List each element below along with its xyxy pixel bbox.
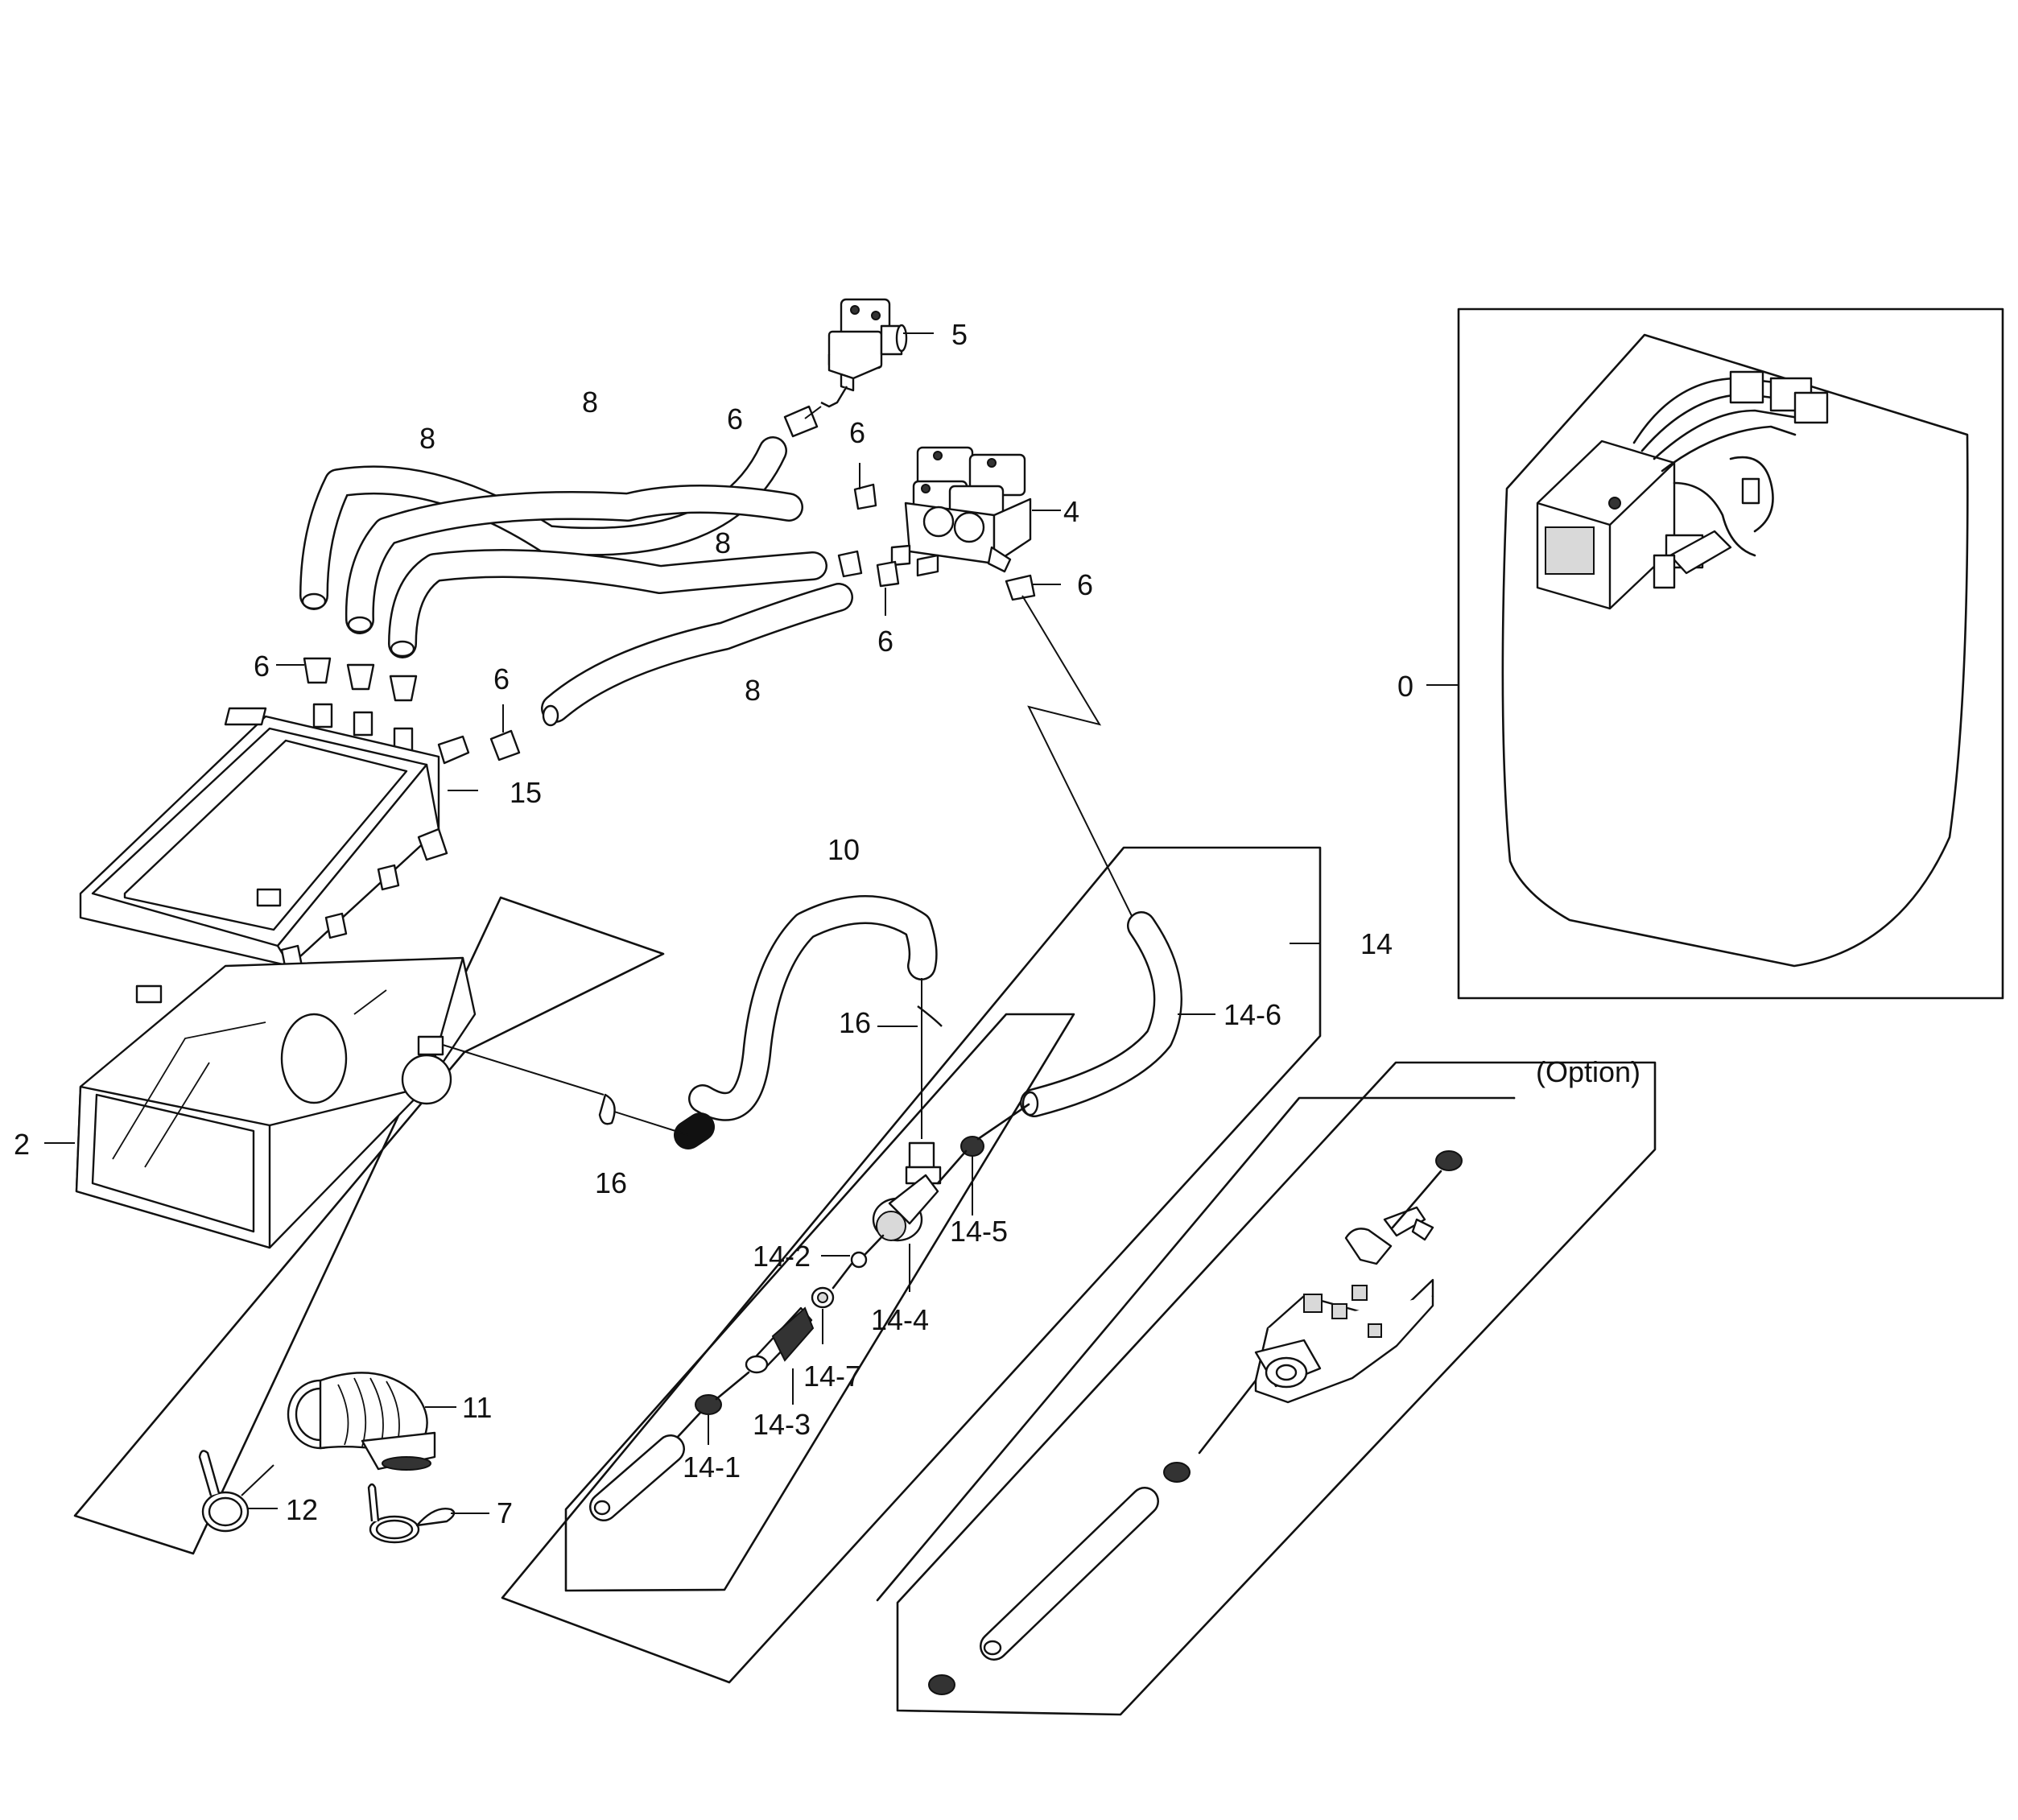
callout-14-4: 14-4: [871, 1303, 930, 1336]
callout-11: 11: [462, 1391, 493, 1424]
callout-14-6: 14-6: [1224, 998, 1282, 1031]
callout-8-top: 8: [582, 386, 599, 419]
dispenser-cover-15: [79, 707, 448, 972]
valve-4: [890, 446, 1032, 577]
valve-5: [820, 298, 908, 408]
callout-6-left: 6: [254, 650, 270, 683]
callout-14-1: 14-1: [683, 1451, 741, 1484]
callout-14-5: 14-5: [950, 1215, 1009, 1248]
callout-14: 14: [1360, 927, 1393, 960]
callout-6-top: 6: [727, 402, 744, 435]
inlet-fittings-14: [676, 1103, 1030, 1438]
drawer-panel: [73, 896, 665, 1555]
box-14: [501, 846, 1322, 1684]
assembly-inset-box: [1457, 307, 2004, 1000]
callout-6-right: 6: [1077, 568, 1094, 601]
callout-6-mid: 6: [877, 625, 894, 658]
callout-15: 15: [510, 776, 543, 809]
clamp-12: [198, 1450, 274, 1533]
callout-7: 7: [497, 1496, 514, 1529]
clamp-7: [367, 1483, 456, 1544]
callout-8-left: 8: [419, 422, 436, 455]
callout-12: 12: [286, 1493, 319, 1526]
option-water-valve-assembly: [928, 1150, 1463, 1695]
callout-8-bottom: 8: [745, 674, 761, 707]
hoses-8: [299, 436, 853, 727]
bellows-11: [287, 1372, 436, 1471]
dispenser-assembly-icon: [1536, 370, 1829, 610]
hose-14-short: [589, 1434, 685, 1521]
callout-6-center: 6: [493, 662, 510, 695]
callout-4: 4: [1063, 495, 1080, 528]
callout-5: 5: [951, 318, 968, 351]
callout-10: 10: [827, 833, 860, 866]
hose-10: [674, 895, 938, 1149]
option-box: [876, 1061, 1657, 1716]
callout-8-middle: 8: [715, 526, 732, 559]
hose-14-6: [1020, 911, 1182, 1117]
callout-14-3: 14-3: [753, 1408, 811, 1441]
callout-14-2: 14-2: [753, 1240, 811, 1273]
option-label: (Option): [1536, 1055, 1641, 1088]
callout-16-left: 16: [595, 1166, 628, 1199]
callout-2: 2: [14, 1128, 31, 1161]
callout-16-right: 16: [839, 1006, 872, 1039]
callout-6-upper-right: 6: [849, 416, 866, 449]
callout-0: 0: [1397, 670, 1414, 703]
drawer-2: [75, 956, 477, 1249]
callout-14-7: 14-7: [803, 1360, 862, 1393]
option-hose: [980, 1487, 1159, 1661]
